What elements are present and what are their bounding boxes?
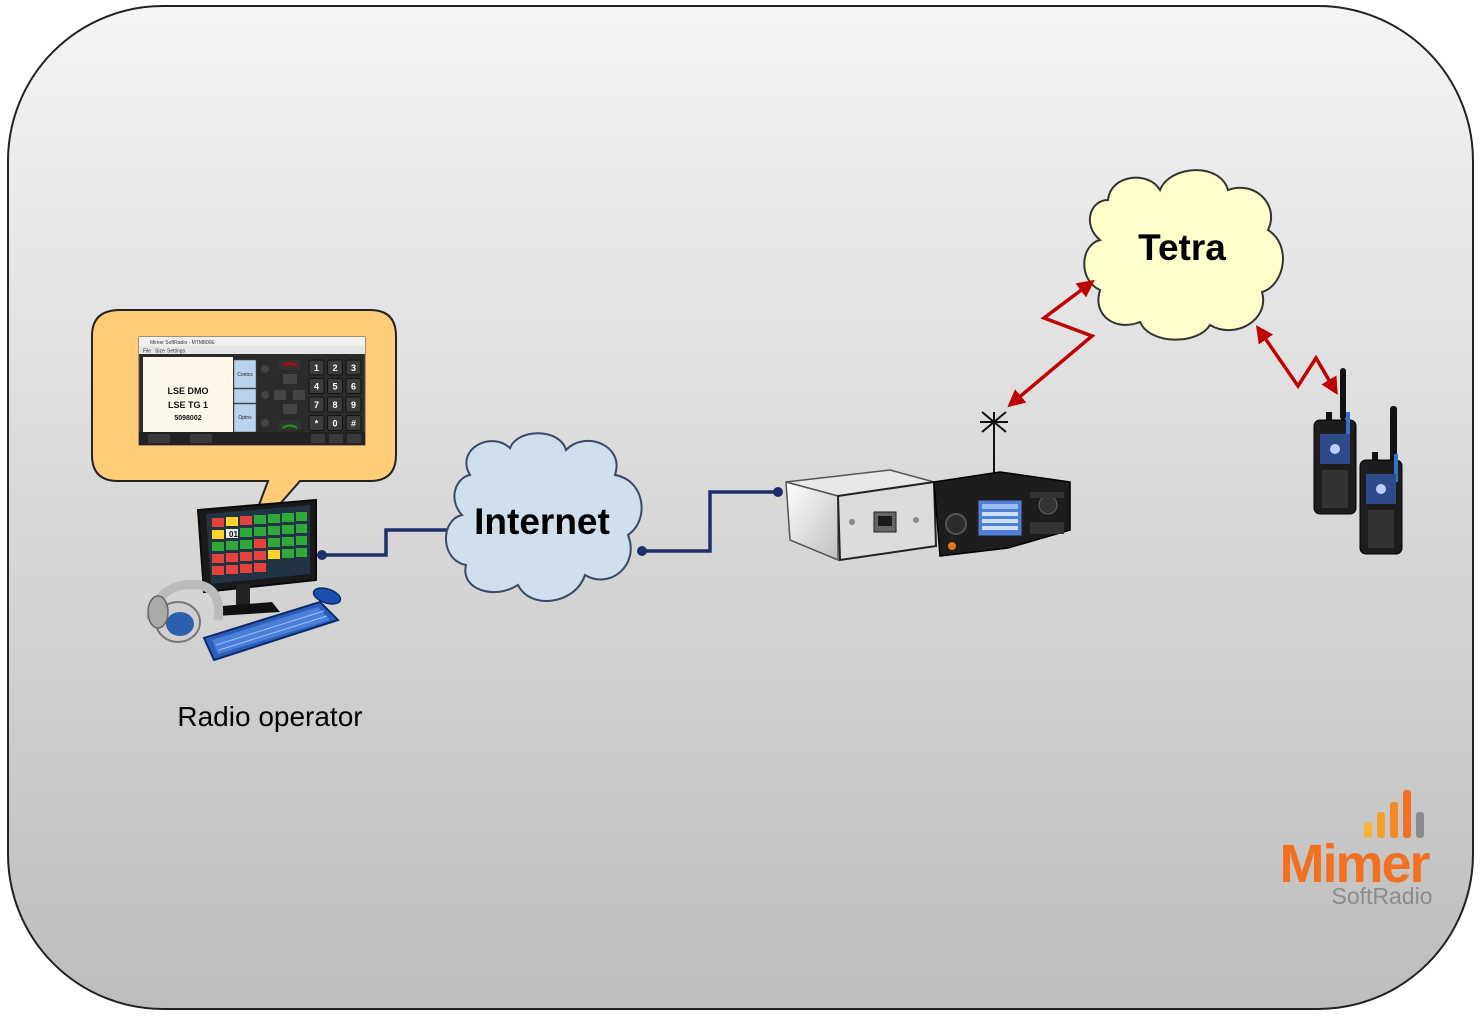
edit-key[interactable] [190, 434, 212, 443]
tetra-cloud: Tetra [1083, 169, 1284, 341]
keypad-key-label: 4 [314, 382, 319, 392]
nav-dir-right-key[interactable] [293, 390, 305, 400]
svg-text:Optns: Optns [238, 415, 252, 421]
keypad-key-label: 6 [351, 382, 356, 392]
keypad-key-label: 0 [332, 419, 337, 429]
message-key[interactable] [148, 434, 170, 443]
handheld-radio-1-icon [1313, 368, 1357, 515]
keypad-key[interactable] [308, 378, 325, 394]
radio-link-gateway-tetra [1007, 279, 1096, 408]
keypad-key-label: 1 [314, 363, 319, 373]
keypad-key-label: 9 [351, 400, 356, 410]
fn-key-2[interactable] [329, 434, 343, 443]
keypad-key-label: 3 [351, 363, 356, 373]
fn-key-1[interactable] [311, 434, 325, 443]
menu-size[interactable]: Size [155, 349, 165, 355]
connection-internet-gateway [637, 487, 783, 556]
keypad-key-label: * [315, 419, 319, 429]
middle-softkey[interactable] [233, 388, 257, 404]
keypad-key[interactable] [308, 359, 325, 376]
keypad-key[interactable] [327, 415, 343, 431]
keypad-key[interactable] [308, 415, 325, 431]
menu-file[interactable]: File [143, 349, 151, 355]
keyboard-icon [202, 600, 340, 662]
tetra-label: Tetra [1138, 227, 1226, 268]
keypad-key[interactable] [327, 396, 343, 413]
logo-sub: SoftRadio [1331, 883, 1432, 909]
handheld-radio-2-icon [1359, 406, 1403, 555]
keypad-key[interactable] [345, 415, 362, 431]
mimer-softradio-logo: Mimer SoftRadio [1279, 790, 1433, 909]
operator-workstation: 01 [145, 498, 342, 662]
monitor-small-text: 01 [229, 530, 238, 539]
internet-label: Internet [474, 501, 610, 542]
softradio-window: Mimer SoftRadio - MTM800E File Size Sett… [138, 336, 366, 446]
keypad-key[interactable] [327, 378, 343, 394]
mobile-radio-icon [933, 411, 1071, 557]
svg-text:Contcs: Contcs [237, 372, 253, 378]
keypad-key[interactable] [345, 378, 362, 394]
nav-left-key[interactable] [261, 365, 269, 373]
nav-up-key[interactable] [283, 374, 297, 384]
display-line-3: 5098002 [174, 415, 201, 422]
operator-label: Radio operator [177, 701, 362, 732]
end-call-key[interactable] [279, 360, 301, 370]
keypad-key-label: 5 [332, 382, 337, 392]
internet-cloud: Internet [445, 432, 643, 602]
keypad-key[interactable] [345, 396, 362, 413]
nav-low-key[interactable] [261, 419, 269, 427]
radio-display [143, 357, 233, 432]
radio-link-tetra-handhelds [1256, 325, 1338, 396]
window-title: Mimer SoftRadio - MTM800E [150, 340, 215, 346]
monitor-icon: 01 [196, 498, 317, 616]
logo-brand: Mimer [1279, 834, 1430, 894]
keypad-key-label: # [351, 419, 356, 429]
radio-gateway-icon [785, 469, 938, 562]
keypad-key-label: 7 [314, 400, 319, 410]
keypad-key[interactable] [308, 396, 325, 413]
nav-mid-key[interactable] [261, 391, 269, 399]
keypad-key-label: 8 [332, 400, 337, 410]
nav-dir-left-key[interactable] [274, 390, 286, 400]
keypad-key[interactable] [327, 359, 343, 376]
keypad-key[interactable] [345, 359, 362, 376]
headset-icon [145, 579, 224, 643]
display-line-1: LSE DMO [167, 386, 208, 396]
contacts-softkey[interactable] [233, 359, 257, 389]
mouse-icon [312, 587, 342, 605]
fn-key-3[interactable] [347, 434, 361, 443]
softradio-callout: Mimer SoftRadio - MTM800E File Size Sett… [91, 309, 397, 546]
keypad-key-label: 2 [332, 363, 337, 373]
menu-settings[interactable]: Settings [167, 349, 186, 355]
keypad: 1 2 3 4 5 6 7 8 9 * 0 # [308, 359, 362, 431]
display-line-2: LSE TG 1 [168, 400, 208, 410]
nav-down-key[interactable] [283, 404, 297, 414]
